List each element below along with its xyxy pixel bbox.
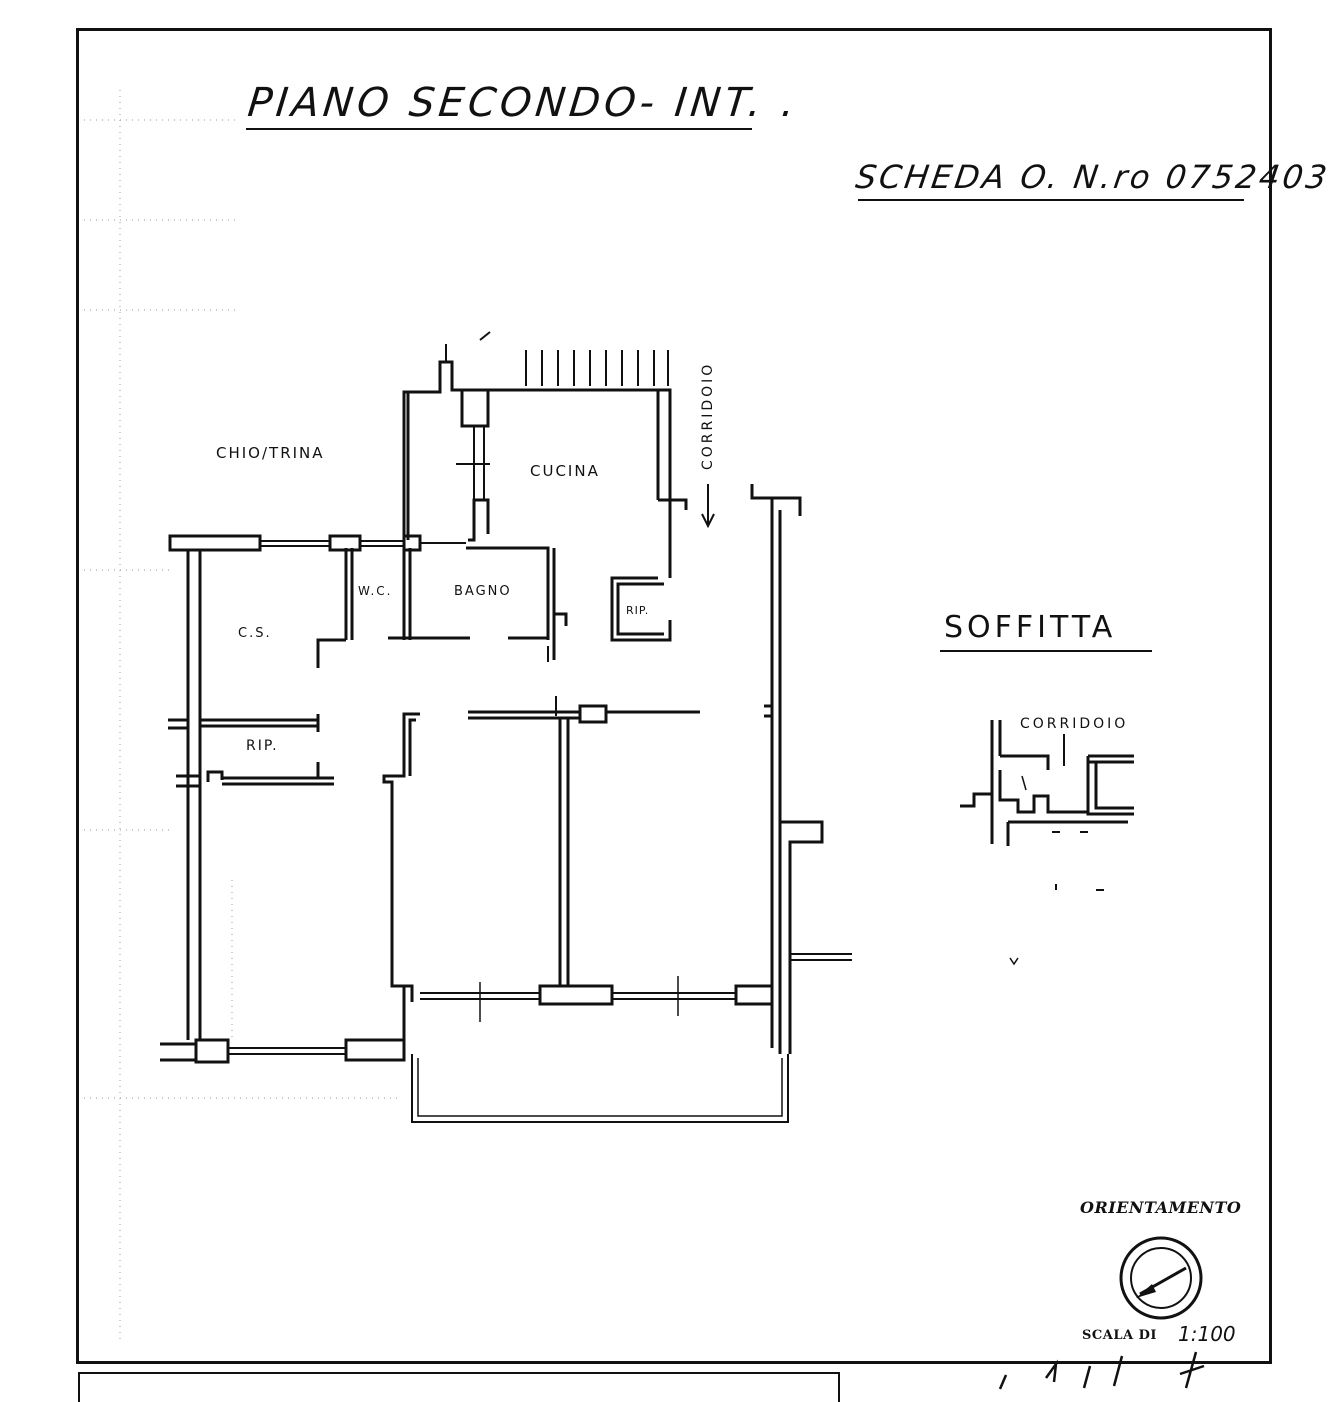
scale-value: 1:100	[1178, 1322, 1236, 1346]
room-label-cucina: CUCINA	[530, 462, 600, 480]
faint-grid	[84, 90, 400, 1340]
soffitta-underline	[940, 650, 1152, 652]
room-label-chiostrina: CHIO/TRINA	[216, 444, 325, 462]
room-label-rip-kitchen: RIP.	[626, 604, 650, 617]
floor-plan-drawing	[84, 90, 1205, 1390]
floor-title: PIANO SECONDO- INT. .	[245, 80, 801, 126]
footer-box	[78, 1372, 840, 1402]
scale-label: SCALA DI	[1082, 1328, 1157, 1343]
room-label-bagno: BAGNO	[454, 584, 512, 599]
signature-scribble	[998, 1351, 1205, 1390]
room-label-corridoio: CORRIDOIO	[700, 361, 716, 470]
room-label-corridoio-soffitta: CORRIDOIO	[1020, 716, 1129, 732]
north-arrow-icon	[1119, 1236, 1203, 1320]
room-label-cs: C.S.	[238, 626, 272, 641]
room-label-wc: W.C.	[358, 584, 393, 598]
scheda-underline	[858, 199, 1244, 201]
orientamento-label: ORIENTAMENTO	[1080, 1198, 1242, 1217]
drawing-frame	[76, 28, 1272, 1364]
room-label-rip-left: RIP.	[246, 738, 279, 754]
walls	[160, 331, 852, 1123]
soffitta-plan	[960, 720, 1134, 966]
scheda-number: SCHEDA O. N.ro 0752403	[853, 158, 1332, 196]
floor-title-underline	[246, 128, 752, 130]
soffitta-title: SOFFITTA	[944, 610, 1117, 645]
